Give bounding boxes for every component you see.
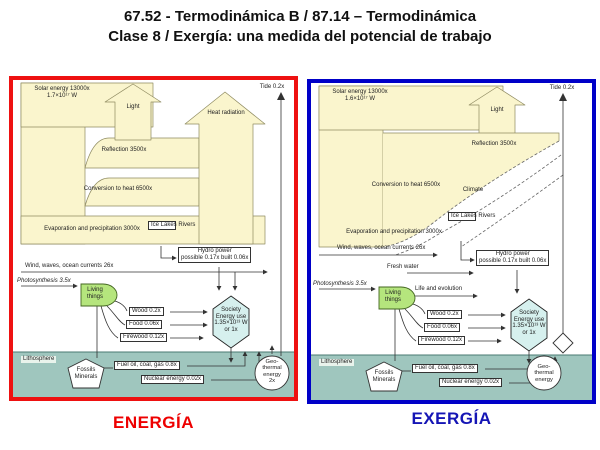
tide-arrowhead — [277, 92, 285, 100]
exergy-tide-label: Tide 0.2x — [549, 85, 575, 91]
energy-light-label: Light — [126, 104, 140, 110]
exergy-climate-label: Climate — [462, 187, 484, 193]
exergy-photosynthesis-label: Photosynthesis 3.5x — [313, 281, 367, 287]
ice-to-hydro-line — [160, 246, 177, 261]
exergy-firewood-box: Firewood 0.12x — [418, 336, 466, 345]
tide-arrowhead — [559, 93, 567, 101]
energy-conversion-label: Conversion to heat 6500x — [83, 186, 153, 192]
exergy-evaporation-label: Evaporation and precipitation 3000x — [346, 229, 442, 235]
society-hexagon — [510, 298, 548, 352]
energy-geothermal-label: Geo- thermal energy 2x — [262, 359, 282, 385]
exergy-fresh-water-label: Fresh water — [387, 264, 419, 270]
exergy-conversion-label: Conversion to heat 6500x — [371, 182, 441, 188]
energy-solar-line2: 1.7×10¹⁷ W — [46, 92, 78, 99]
energy-fossils-label: Fossils Minerals — [74, 367, 98, 380]
living-things-shape — [80, 283, 118, 307]
energy-hydro-line2: possible 0.17x built 0.06x — [181, 254, 249, 261]
exergy-nuclear-box: Nuclear energy 0.02x — [439, 378, 503, 387]
energy-reflection-label: Reflection 3500x — [101, 147, 147, 153]
energy-society-label: Society Energy use 1.35×10¹³ W or 1x — [214, 307, 248, 333]
fuel-line — [187, 351, 248, 367]
slide-title-line2: Clase 8 / Exergía: una medida del potenc… — [108, 27, 492, 45]
exergy-solar-line2: 1.6×10¹⁷ W — [344, 95, 376, 102]
conversion-band — [84, 177, 200, 207]
exergy-fuel-box: Fuel oil, coal, gas 0.8x — [412, 364, 478, 373]
fossils-pentagon — [365, 361, 403, 392]
exergy-hydro-line1: Hydro power — [495, 251, 530, 257]
exergy-geothermal-label: Geo- thermal energy — [534, 364, 554, 383]
exergy-destroyed-boundary — [382, 140, 560, 248]
exergy-wind-label: Wind, waves, ocean currents 26x — [337, 245, 426, 251]
energy-wind-label: Wind, waves, ocean currents 26x — [25, 263, 114, 269]
exergy-life-evolution-label: Life and evolution — [415, 286, 463, 292]
slide-title: 67.52 - Termodinámica B / 87.14 – Termod… — [0, 7, 600, 46]
energy-caption: ENERGÍA — [113, 413, 194, 432]
light-arrow — [104, 83, 162, 141]
exergy-solar-line1: Solar energy 13000x — [332, 89, 388, 95]
top-band-flow — [318, 85, 504, 131]
exergy-flow-shapes — [311, 85, 592, 400]
lithosphere-band — [13, 352, 294, 397]
exergy-living-things-label: Living things — [384, 290, 401, 303]
energy-nuclear-box: Nuclear energy 0.02x — [141, 375, 205, 384]
fossils-pentagon — [67, 358, 105, 389]
exergy-light-label: Light — [490, 107, 504, 113]
heat-radiation-arrow — [184, 91, 266, 245]
living-things-shape — [378, 286, 416, 310]
exergy-society-label: Society Energy use 1.35×10¹³ W or 1x — [512, 310, 546, 336]
society-hexagon — [212, 295, 250, 349]
energy-flow-shapes — [13, 82, 294, 397]
ice-to-hydro-line — [460, 241, 475, 263]
exergy-wedge — [383, 133, 559, 247]
energy-solar-line1: Solar energy 13000x — [34, 86, 90, 92]
energy-fuel-box: Fuel oil, coal, gas 0.8x — [114, 361, 180, 370]
waterline-diamond — [552, 332, 574, 354]
exergy-lithosphere-label: Lithosphere — [319, 359, 355, 366]
energy-ice-lakes-rivers-box: Ice Lakes Rivers — [148, 221, 195, 230]
exergy-food-box: Food 0.06x — [424, 323, 461, 332]
energy-food-box: Food 0.06x — [126, 320, 163, 329]
exergy-wood-box: Wood 0.2x — [427, 310, 462, 319]
exergy-reflection-label: Reflection 3500x — [471, 141, 517, 147]
energy-lithosphere-label: Lithosphere — [21, 356, 57, 363]
slide-title-line1: 67.52 - Termodinámica B / 87.14 – Termod… — [123, 8, 477, 25]
exergy-fossils-label: Fossils Minerals — [372, 370, 396, 383]
exergy-ice-lakes-rivers-box: Ice Lakes Rivers — [448, 212, 495, 221]
energy-evaporation-label: Evaporation and precipitation 3000x — [44, 226, 140, 232]
energy-tide-label: Tide 0.2x — [259, 84, 285, 90]
energy-heat-radiation-label: Heat radiation — [207, 110, 245, 116]
geothermal-circle — [526, 355, 562, 391]
geothermal-circle — [254, 355, 290, 391]
exergy-caption: EXERGÍA — [411, 409, 492, 428]
energy-firewood-box: Firewood 0.12x — [120, 333, 168, 342]
energy-hydro-line1: Hydro power — [197, 248, 232, 254]
energy-wood-box: Wood 0.2x — [129, 307, 164, 316]
energy-living-things-label: Living things — [86, 287, 103, 300]
energy-photosynthesis-label: Photosynthesis 3.5x — [17, 278, 71, 284]
reflection-band — [84, 137, 200, 169]
exergy-hydro-line2: possible 0.17x built 0.06x — [479, 257, 547, 264]
